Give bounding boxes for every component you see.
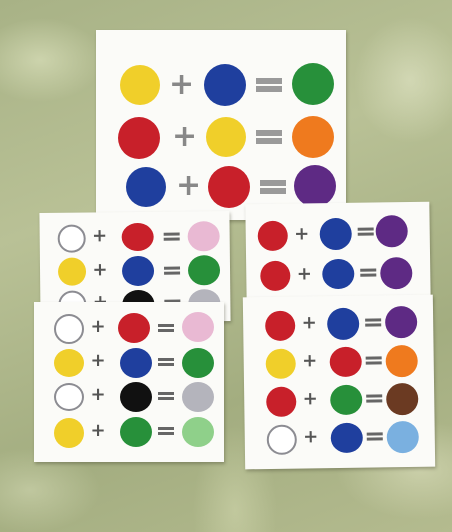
equals-sign (158, 424, 174, 438)
large-card-row2-second-color (206, 117, 246, 157)
large-card-row1-second-color (204, 64, 246, 106)
equals-sign (256, 74, 282, 96)
fl-row4-result-color (182, 417, 214, 447)
fr-row1-first-color (265, 311, 295, 341)
fl-row2-second-color (120, 348, 152, 378)
plus-sign: + (92, 261, 108, 279)
large-card: + + + (96, 30, 346, 220)
mlb-row2-first-color (58, 258, 86, 286)
mrb-row2-first-color (260, 261, 290, 291)
large-card-row3-result-color (294, 165, 336, 207)
fr-row2-result-color (385, 345, 417, 377)
large-card-row1-result-color (292, 63, 334, 105)
fr-row4-first-color (267, 425, 297, 455)
fl-row4-second-color (120, 417, 152, 447)
mrb-row2-second-color (322, 259, 354, 289)
fr-row1-second-color (327, 308, 359, 340)
fl-row1-first-color (54, 314, 84, 344)
equals-sign (158, 389, 174, 403)
plus-sign: + (303, 428, 319, 446)
plus-sign: + (92, 227, 108, 245)
fr-row3-first-color (266, 387, 296, 417)
middle-right-back-card: + + (245, 202, 430, 305)
plus-sign: + (176, 171, 200, 201)
mrb-row1-first-color (258, 221, 288, 251)
plus-sign: + (302, 352, 318, 370)
front-left-card: + + + + (34, 302, 224, 462)
large-card-row1-first-color (120, 65, 160, 105)
equals-sign (256, 126, 282, 148)
plus-sign: + (294, 225, 310, 243)
equals-sign (164, 264, 180, 278)
fl-row3-second-color (120, 382, 152, 412)
equals-sign (366, 391, 382, 405)
fl-row3-first-color (54, 383, 84, 411)
fr-row4-second-color (331, 423, 363, 453)
front-right-card: + + + + (243, 295, 435, 470)
mlb-row2-second-color (122, 256, 154, 286)
large-card-row2-result-color (292, 116, 334, 158)
mlb-row2-result-color (188, 255, 220, 285)
equals-sign (164, 230, 180, 244)
plus-sign: + (172, 122, 196, 152)
mlb-row1-result-color (188, 221, 220, 251)
plus-sign: + (90, 386, 106, 404)
fr-row3-result-color (386, 383, 418, 415)
equals-sign (260, 176, 286, 198)
large-card-row2-first-color (118, 117, 160, 159)
large-card-row3-second-color (208, 166, 250, 208)
large-card-row3-first-color (126, 167, 166, 207)
fl-row1-second-color (118, 313, 150, 343)
plus-sign: + (301, 314, 317, 332)
equals-sign (365, 315, 381, 329)
fr-row1-result-color (385, 306, 417, 338)
equals-sign (367, 429, 383, 443)
fl-row4-first-color (54, 418, 84, 448)
mlb-row1-first-color (58, 225, 86, 253)
fl-row3-result-color (182, 382, 214, 412)
fl-row1-result-color (182, 312, 214, 342)
equals-sign (366, 353, 382, 367)
fl-row2-first-color (54, 349, 84, 377)
equals-sign (158, 321, 174, 335)
plus-sign: + (90, 318, 106, 336)
equals-sign (360, 265, 376, 279)
plus-sign: + (169, 70, 193, 100)
plus-sign: + (90, 422, 106, 440)
fl-row2-result-color (182, 348, 214, 378)
mrb-row1-result-color (375, 215, 407, 247)
mrb-row1-second-color (320, 218, 352, 250)
plus-sign: + (302, 390, 318, 408)
mrb-row2-result-color (380, 257, 412, 289)
plus-sign: + (90, 352, 106, 370)
plus-sign: + (296, 265, 312, 283)
mlb-row1-second-color (122, 223, 154, 251)
fr-row2-first-color (266, 349, 296, 379)
fr-row2-second-color (330, 347, 362, 377)
equals-sign (158, 355, 174, 369)
fr-row3-second-color (330, 385, 362, 415)
equals-sign (358, 225, 374, 239)
fr-row4-result-color (387, 421, 419, 453)
